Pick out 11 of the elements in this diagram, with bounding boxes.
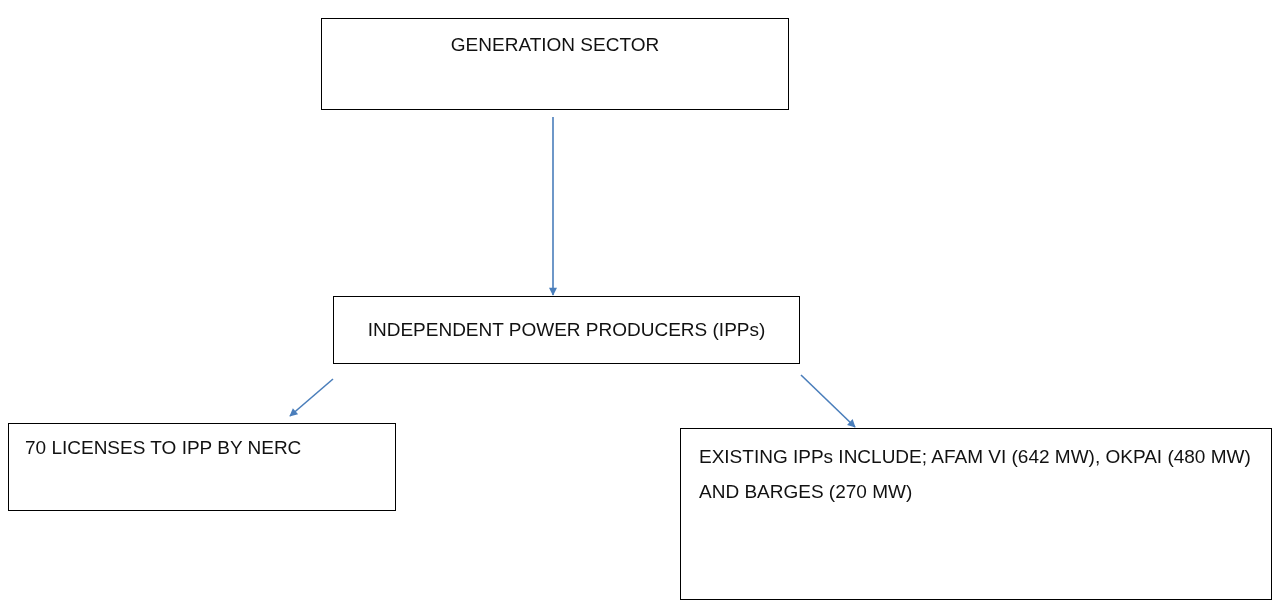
arrow bbox=[549, 116, 557, 296]
process-box bbox=[321, 18, 789, 110]
box-label: GENERATION SECTOR bbox=[450, 33, 660, 57]
arrow bbox=[800, 374, 856, 428]
arrow bbox=[289, 378, 334, 417]
box-label: 70 LICENSES TO IPP BY NERC bbox=[25, 436, 302, 460]
process-box bbox=[8, 423, 396, 511]
process-box bbox=[333, 296, 800, 364]
box-label: EXISTING IPPs INCLUDE; AFAM VI (642 MW), OKPAI (480 MW) AND BARGES (270 MW) bbox=[699, 445, 1252, 505]
box-label: INDEPENDENT POWER PRODUCERS (IPPs) bbox=[367, 318, 766, 343]
process-box bbox=[680, 428, 1272, 600]
